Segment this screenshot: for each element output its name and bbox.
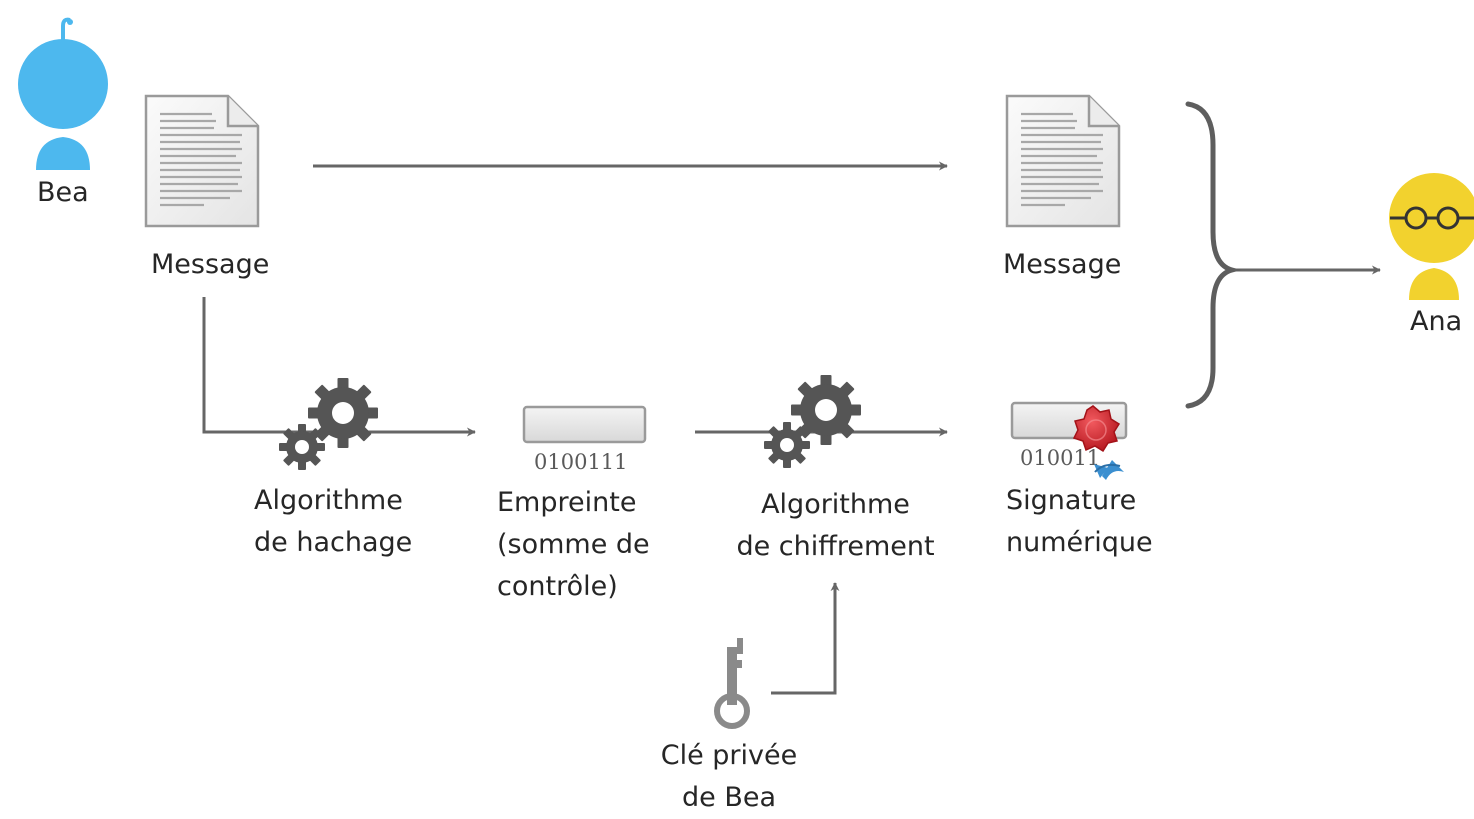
bea-label: Bea — [37, 177, 89, 208]
fingerprint-label: Empreinte (somme de contrôle) — [497, 487, 650, 602]
fingerprint-bits: 0100111 — [534, 450, 628, 474]
curly-brace-icon — [1185, 101, 1242, 409]
message-label-left: Message — [151, 249, 270, 280]
wax-seal-icon — [1072, 405, 1124, 480]
signature-label: Signature numérique — [1006, 485, 1153, 558]
hash-arrow — [202, 297, 476, 437]
hash-gears-icon — [279, 378, 378, 470]
encryption-algorithm-label: Algorithme de chiffrement — [736, 489, 935, 562]
key-icon — [714, 638, 750, 729]
bea-avatar-icon — [18, 17, 108, 170]
glasses-icon — [1390, 206, 1474, 230]
encryption-gears-icon — [764, 375, 861, 468]
fingerprint-block-icon — [522, 405, 647, 444]
ana-avatar-icon — [1389, 173, 1474, 300]
message-label-right: Message — [1003, 249, 1122, 280]
ana-label: Ana — [1410, 306, 1463, 337]
key-arrow — [771, 582, 840, 695]
private-key-label: Clé privée de Bea — [660, 740, 798, 813]
hash-algorithm-label: Algorithme de hachage — [254, 485, 413, 558]
